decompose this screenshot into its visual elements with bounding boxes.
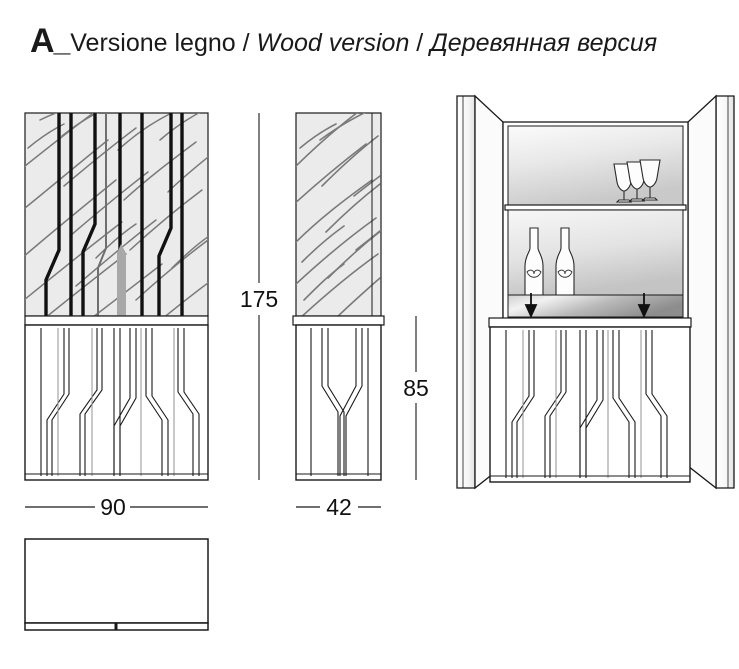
side-upper-wood-panel [295, 112, 382, 317]
title-label-ru: Деревянная версия [430, 29, 658, 57]
view-open-doors [456, 94, 735, 490]
page-title: A_Versione legno / Wood version / Деревя… [30, 22, 657, 61]
front-transition-band [24, 315, 209, 326]
open-transition-band [488, 317, 692, 328]
dimension-total-height: 175 [240, 113, 278, 480]
down-arrow-right [637, 293, 651, 319]
down-arrows-group [524, 293, 651, 319]
side-lower-base-unit [295, 324, 382, 481]
dimension-175-label: 175 [240, 286, 278, 312]
right-door-open [687, 94, 735, 490]
view-plan-top [24, 538, 209, 631]
dimension-base-height: 85 [403, 316, 429, 480]
front-upper-wood-panel [24, 112, 209, 317]
side-transition-band [292, 315, 385, 326]
slat-3 [81, 113, 97, 316]
interior-bottom-band [507, 294, 684, 318]
title-label-en: Wood version [256, 29, 410, 57]
wine-glass-3 [639, 159, 661, 201]
open-base-rack-lines [490, 330, 690, 478]
slat-highlight-taper [117, 253, 126, 316]
title-separator-2: / [409, 29, 431, 57]
slat-6 [157, 113, 173, 316]
dimension-42-label: 42 [326, 494, 352, 520]
dimension-90-label: 90 [100, 494, 126, 520]
front-slat-group-light [97, 113, 107, 316]
champagne-bottles-group [524, 227, 575, 296]
title-letter: A [30, 22, 55, 60]
front-lower-base-unit [24, 324, 209, 481]
side-wood-grain-texture [296, 113, 381, 316]
title-underscore: _ [53, 25, 71, 58]
title-label-it: Versione legno [70, 29, 236, 57]
dimension-depth: 42 [296, 494, 381, 520]
view-side-elevation [292, 112, 385, 481]
dimension-width: 90 [25, 494, 208, 520]
open-lower-base-unit [489, 326, 691, 483]
slat-light-1 [97, 113, 107, 316]
wine-glasses-group [613, 159, 661, 203]
slat-highlight-tip [117, 244, 126, 253]
title-separator-1: / [235, 29, 257, 57]
front-base-rack-lines [25, 328, 208, 476]
slat-1 [44, 113, 61, 316]
view-front-elevation [24, 112, 209, 481]
dimension-85-label: 85 [403, 375, 429, 401]
down-arrow-left [524, 293, 538, 319]
shelf-upper [504, 204, 687, 211]
side-base-rack-lines [296, 328, 381, 476]
